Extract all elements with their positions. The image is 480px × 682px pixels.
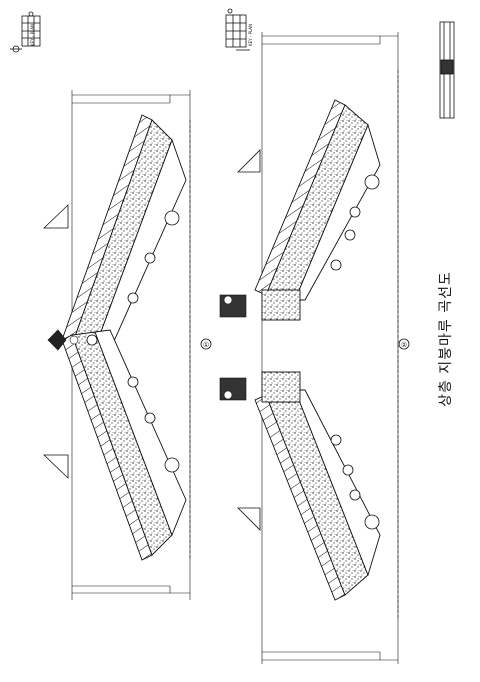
roof-tile-disc-icon [364, 174, 380, 190]
slope-triangle-icon [237, 149, 261, 173]
roof-tile-disc-icon [349, 489, 361, 501]
purlin-band-lower [94, 329, 187, 537]
section-2-marker: ② [398, 338, 410, 350]
roof-tile-disc-icon [349, 206, 361, 218]
roof-tile-disc-icon [342, 464, 354, 476]
roof-tile-disc-icon [164, 210, 180, 226]
svg-text:①: ① [203, 341, 209, 349]
roof-tile-disc-icon [330, 434, 342, 446]
section-1-marker: ① [200, 338, 212, 350]
ridge-ornament-icon [219, 377, 247, 401]
section-2-drawing: ② [219, 32, 410, 664]
roof-tile-disc-group-2 [330, 174, 380, 530]
roof-tile-disc-icon [330, 259, 342, 271]
roof-tile-disc-group-1 [86, 210, 180, 473]
roof-tile-disc-icon [164, 457, 180, 473]
key-plan-label: KEY - PLAN [30, 24, 35, 46]
roof-tile-disc-icon [86, 334, 98, 346]
svg-text:②: ② [401, 341, 407, 349]
slope-triangle-icon [43, 204, 69, 229]
roof-tile-disc-icon [344, 229, 356, 241]
detail-elevation-strip [439, 21, 455, 119]
key-plan-grid-icon [225, 14, 247, 48]
ridge-ornament-icon [219, 294, 247, 318]
north-arrow-icon [10, 11, 34, 53]
slope-triangle-icon [43, 454, 69, 479]
wing-end-block-lower [261, 371, 301, 403]
roof-tile-disc-icon [364, 514, 380, 530]
wing-end-block-upper [261, 289, 301, 321]
ridge-ornament-icon [47, 329, 79, 351]
dimension-frame-2 [261, 32, 399, 664]
north-arrow-icon [227, 8, 250, 51]
roof-tile-disc-icon [127, 292, 139, 304]
section-1-drawing: ① [43, 90, 212, 600]
slope-triangle-icon [237, 507, 261, 531]
key-plan-1: KEY - PLAN [10, 11, 41, 53]
roof-tile-disc-icon [144, 412, 156, 424]
key-plan-2: KEY - PLAN [225, 8, 253, 51]
dimension-frame-1 [71, 90, 191, 600]
drawing-title: 상층 지붕마루 곡선도 [438, 271, 454, 407]
roof-tile-disc-icon [144, 252, 156, 264]
roof-tile-disc-icon [127, 376, 139, 388]
purlin-band-wing-lower [294, 389, 381, 577]
key-plan-label: KEY - PLAN [248, 24, 253, 46]
purlin-band-wing-upper [294, 123, 381, 301]
